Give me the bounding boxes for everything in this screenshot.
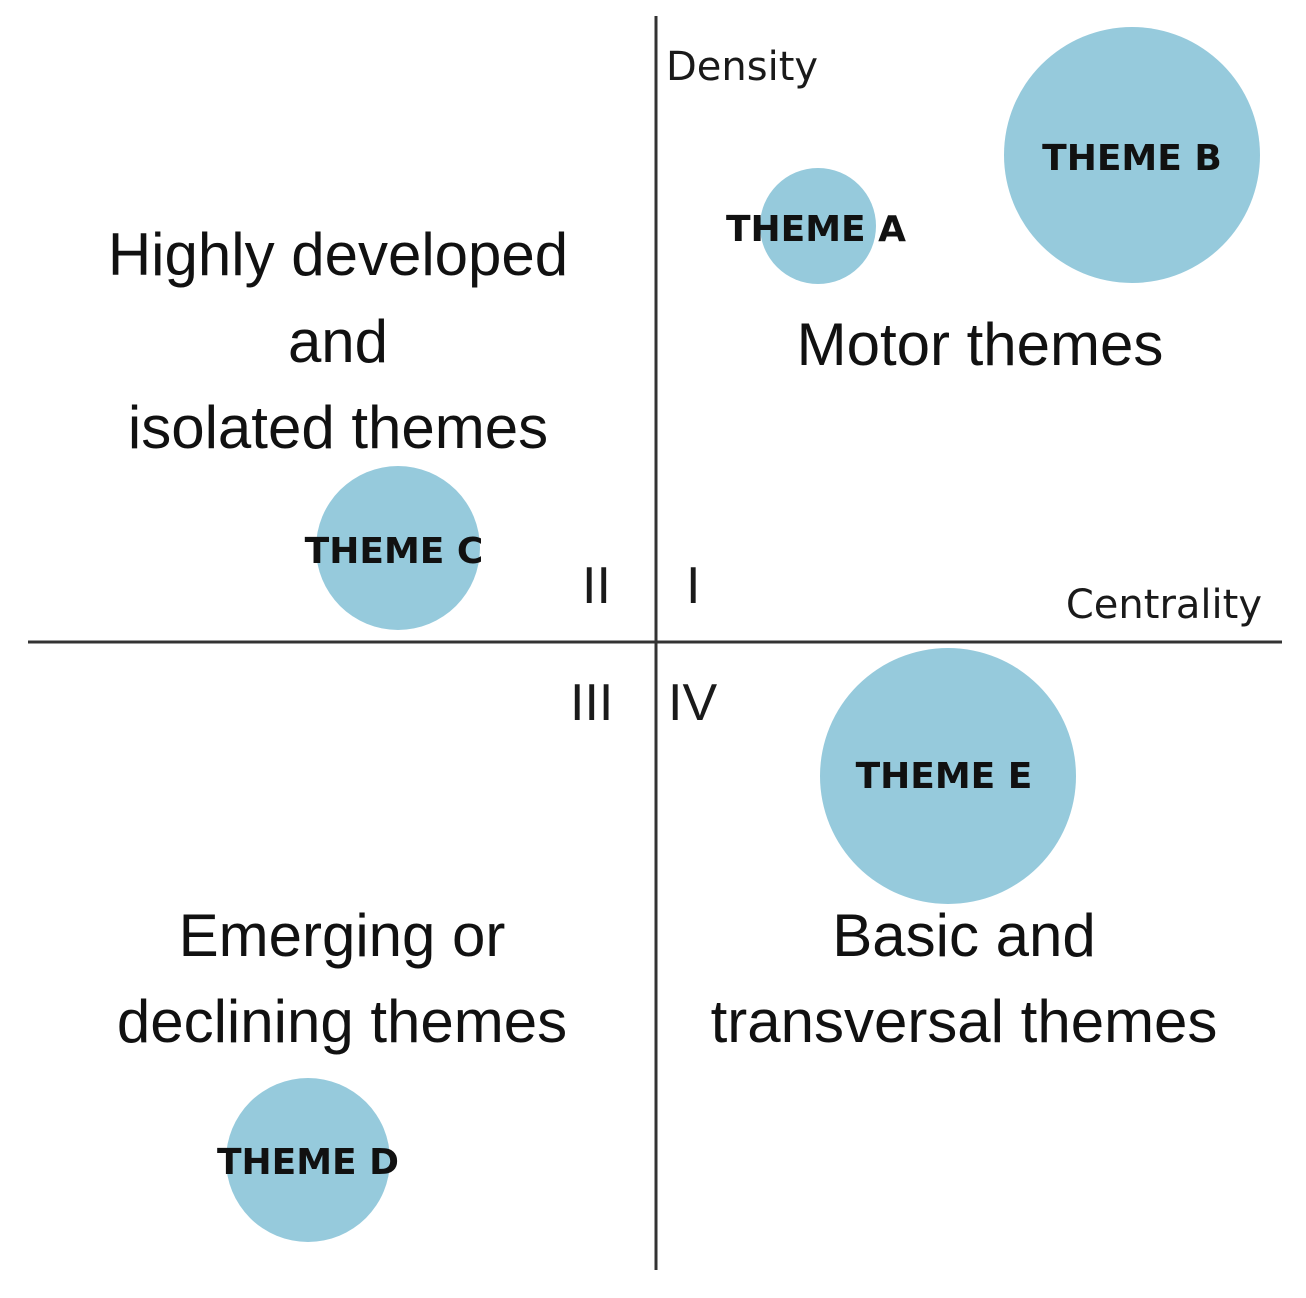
- quadrant-iii-description-line-2: declining themes: [117, 988, 567, 1055]
- quadrant-ii-description-line-1: Highly developed: [108, 221, 568, 288]
- theme-a-bubble: [760, 168, 876, 284]
- theme-e-bubble: [820, 648, 1076, 904]
- quadrant-ii-description-line-2: and: [288, 308, 388, 375]
- quadrant-i-description: Motor themes: [797, 311, 1164, 378]
- quadrant-iii-description-line-1: Emerging or: [179, 902, 506, 969]
- theme-d-node: THEME D: [217, 1078, 399, 1242]
- theme-c-label: THEME C: [305, 531, 484, 572]
- density-axis-label: Density: [666, 44, 818, 90]
- quadrant-ii-description-line-3: isolated themes: [128, 394, 548, 461]
- quadrant-iv-description-line-2: transversal themes: [711, 988, 1218, 1055]
- quadrant-numeral-iv: IV: [668, 674, 717, 732]
- quadrant-numeral-ii: II: [582, 557, 611, 615]
- theme-b-label: THEME B: [1042, 138, 1222, 179]
- theme-b-node: THEME B: [1004, 27, 1260, 283]
- theme-d-label: THEME D: [217, 1142, 399, 1183]
- theme-c-node: THEME C: [305, 466, 484, 630]
- theme-c-bubble: [316, 466, 480, 630]
- theme-e-label: THEME E: [856, 756, 1033, 797]
- quadrant-numeral-i: I: [686, 557, 700, 615]
- theme-a-label: THEME A: [726, 209, 906, 250]
- quadrant-numeral-iii: III: [570, 674, 613, 732]
- theme-b-bubble: [1004, 27, 1260, 283]
- theme-a-node: THEME A: [726, 168, 906, 284]
- quadrant-iv-description-line-1: Basic and: [832, 902, 1096, 969]
- theme-e-node: THEME E: [820, 648, 1076, 904]
- centrality-axis-label: Centrality: [1066, 582, 1262, 628]
- theme-d-bubble: [226, 1078, 390, 1242]
